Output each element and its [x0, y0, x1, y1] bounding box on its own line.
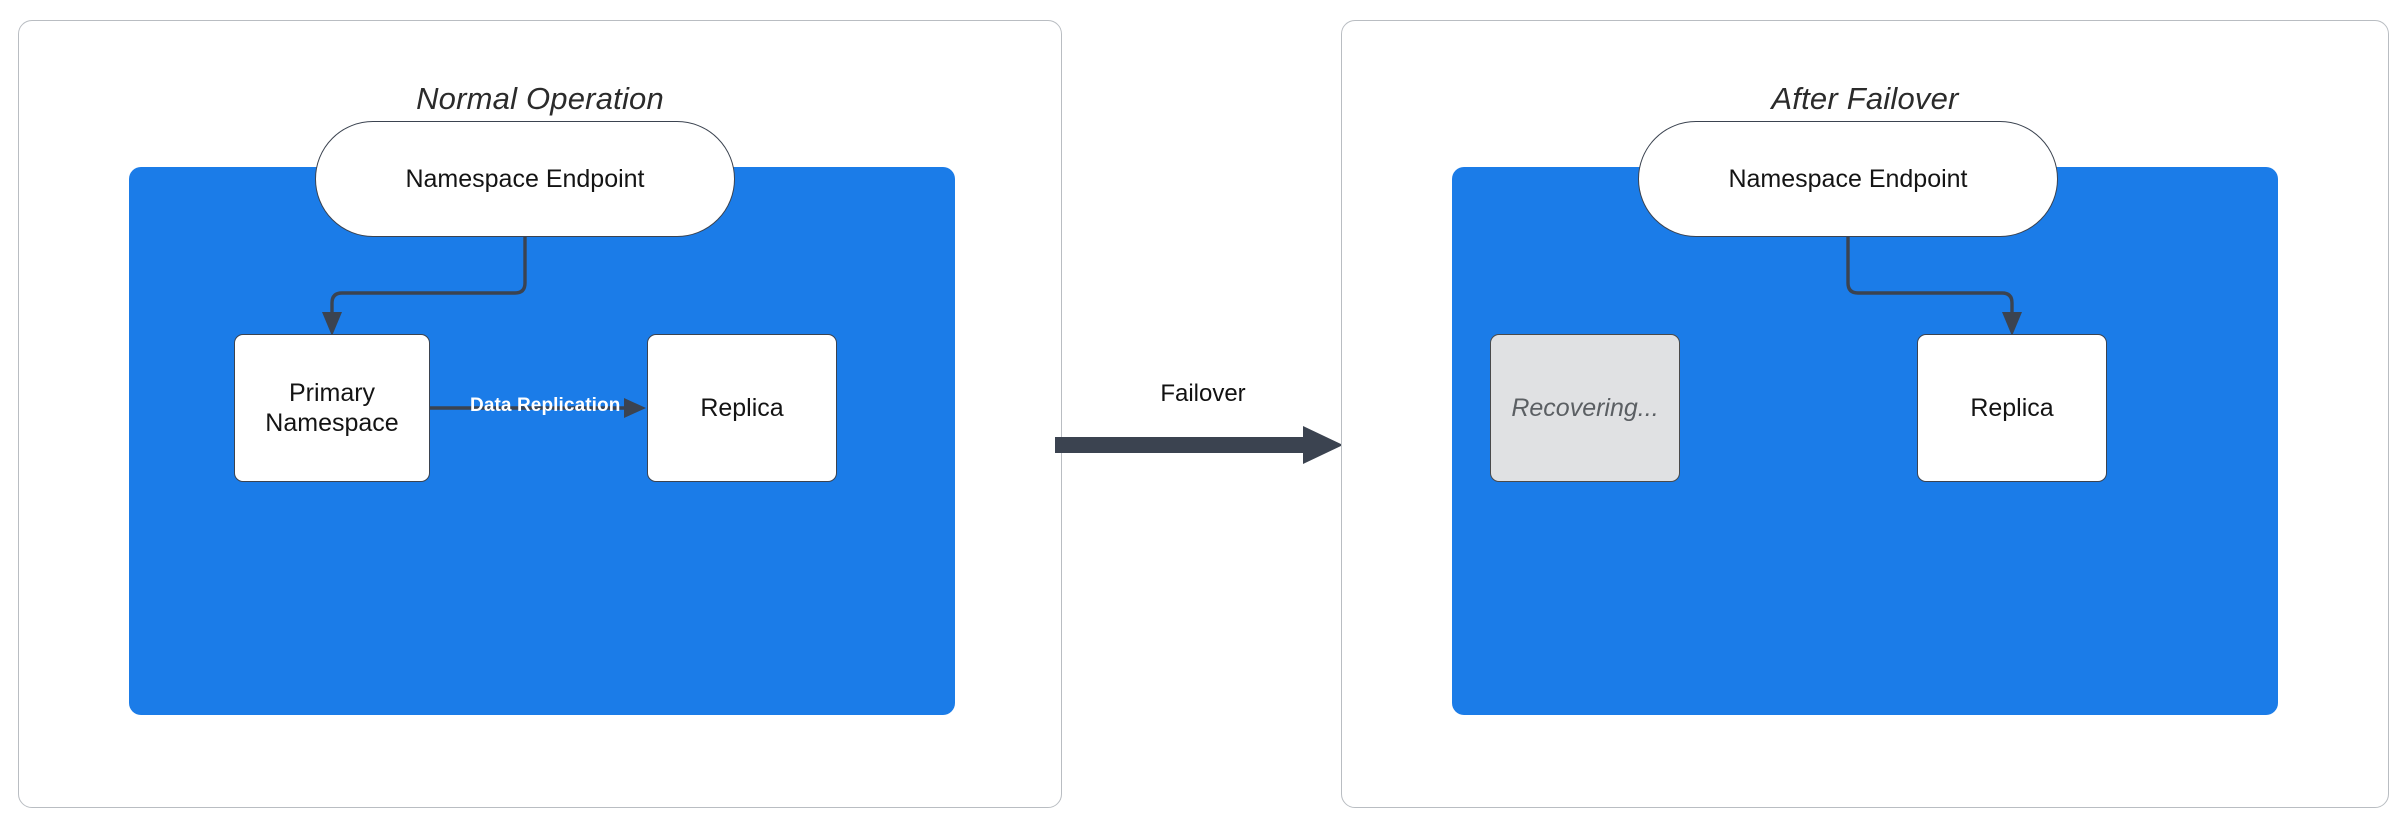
node-label: Namespace Endpoint [405, 164, 645, 193]
node-replica-right[interactable]: Replica [1917, 334, 2107, 482]
node-label: Namespace Endpoint [1728, 164, 1968, 193]
panel-after-failover: After Failover Namespace Endpoint Recove… [1341, 20, 2389, 808]
node-primary-namespace[interactable]: Primary Namespace [234, 334, 430, 482]
node-replica-left[interactable]: Replica [647, 334, 837, 482]
node-label: Replica [700, 393, 784, 422]
node-label: Recovering... [1511, 393, 1659, 422]
failover-arrow [1055, 426, 1343, 464]
panel-title-normal-operation: Normal Operation [416, 81, 664, 116]
edge-primary-to-replica-arrowhead [624, 398, 646, 418]
edge-endpoint-to-replica [1846, 237, 2014, 321]
edge-label-data-replication: Data Replication [470, 395, 621, 416]
failover-label: Failover [1160, 380, 1246, 407]
node-label: Replica [1970, 393, 2054, 422]
edge-endpoint-to-primary [330, 237, 527, 321]
panel-normal-operation: Normal Operation Namespace Endpoint Prim… [18, 20, 1062, 808]
panel-title-after-failover: After Failover [1771, 81, 1959, 116]
connectors-after-failover [1846, 237, 2022, 336]
node-namespace-endpoint-right[interactable]: Namespace Endpoint [1638, 121, 2058, 237]
failover-transition: Failover [1055, 380, 1351, 470]
node-namespace-endpoint-left[interactable]: Namespace Endpoint [315, 121, 735, 237]
connectors-normal-operation [322, 237, 646, 418]
edge-endpoint-to-replica-arrowhead [2002, 312, 2022, 336]
edge-endpoint-to-primary-arrowhead [322, 312, 342, 336]
node-label: Primary Namespace [265, 378, 399, 438]
node-recovering[interactable]: Recovering... [1490, 334, 1680, 482]
